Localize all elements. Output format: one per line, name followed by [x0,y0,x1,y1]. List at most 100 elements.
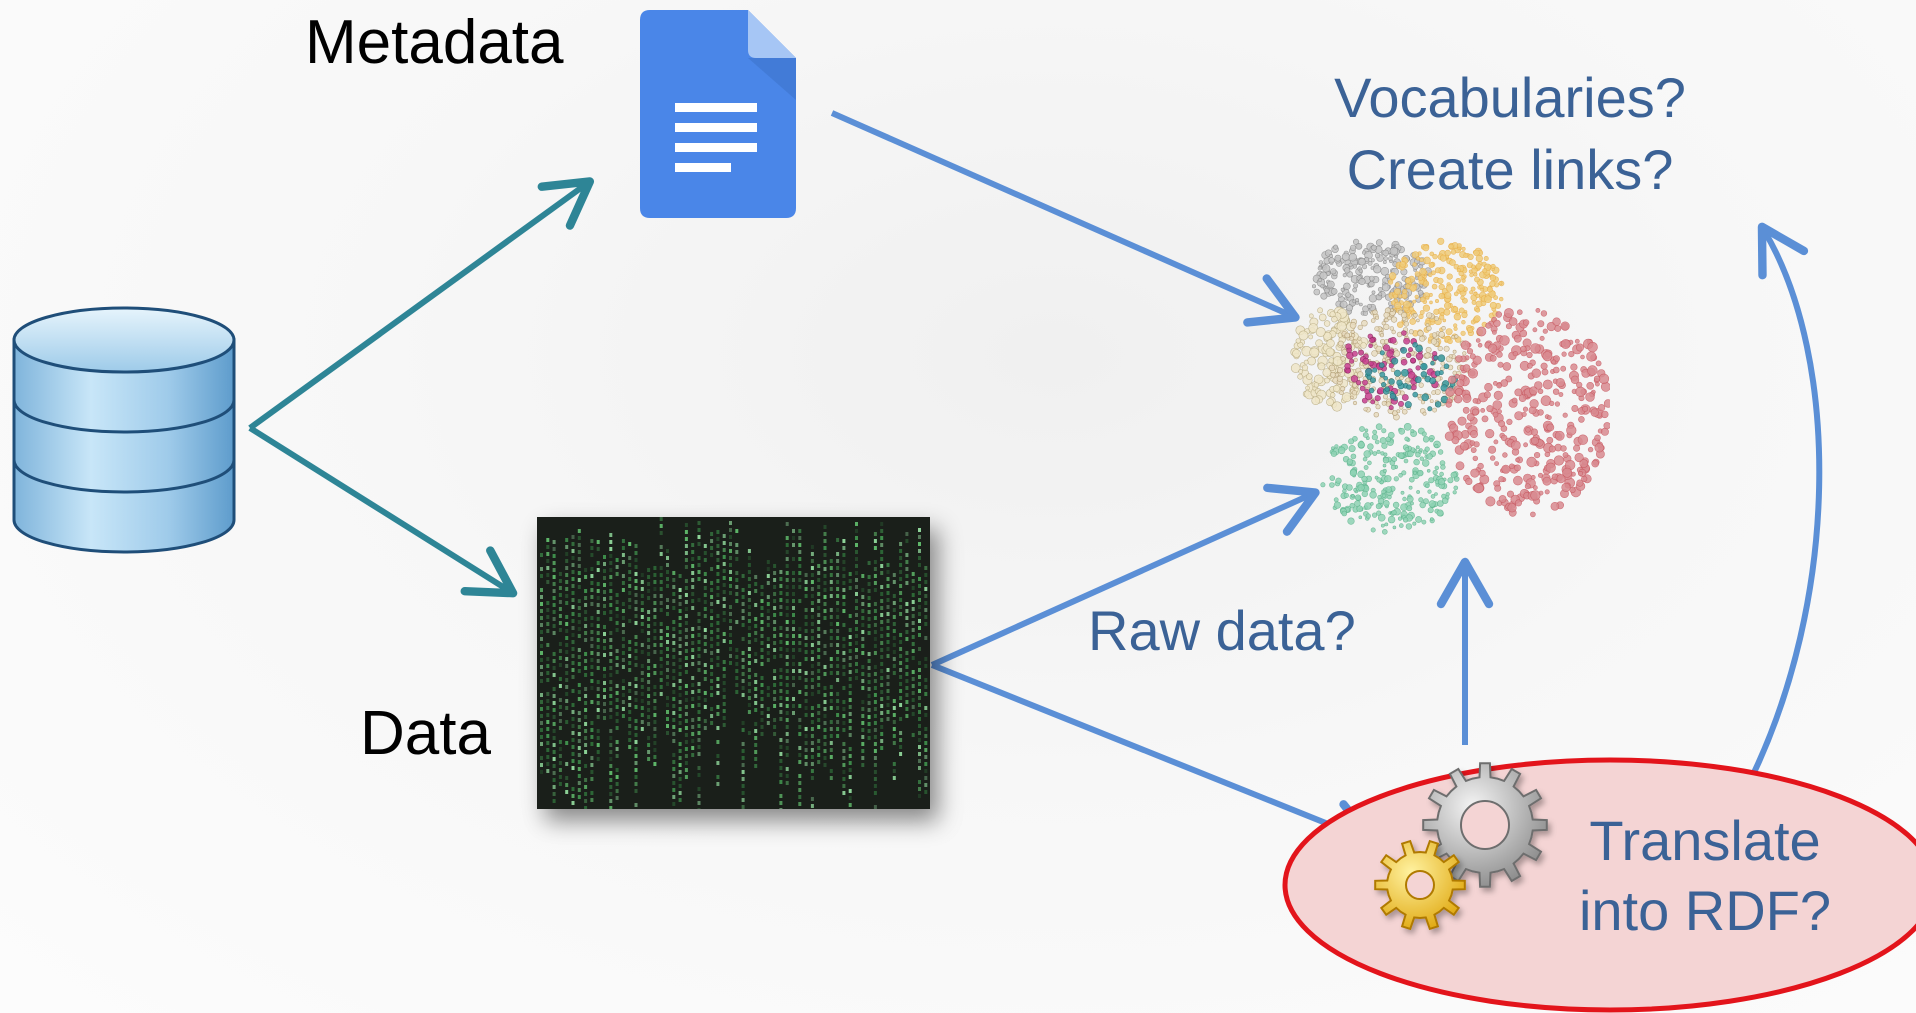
matrix-glyph [880,543,884,547]
graph-node [1371,512,1378,518]
matrix-glyph [710,679,714,683]
graph-node [1383,375,1388,381]
graph-node [1440,464,1446,470]
matrix-glyph [684,663,688,667]
matrix-glyph [779,584,783,588]
matrix-glyph [855,627,858,631]
matrix-glyph [716,565,720,569]
matrix-glyph [861,630,865,634]
matrix-glyph [892,643,896,647]
graph-node [1358,268,1363,273]
matrix-glyph [672,641,676,645]
matrix-glyph [647,757,651,761]
matrix-glyph [552,659,556,663]
matrix-glyph [565,615,569,619]
matrix-glyph [855,543,858,547]
matrix-glyph [684,635,688,639]
matrix-glyph [596,561,600,565]
matrix-glyph [810,741,814,745]
matrix-glyph [546,657,550,661]
matrix-glyph [899,696,903,700]
matrix-glyph [697,752,701,756]
matrix-glyph [659,608,663,612]
matrix-glyph [754,722,758,726]
matrix-glyph [842,686,846,690]
matrix-glyph [640,713,644,717]
matrix-glyph [754,589,758,593]
matrix-glyph [647,568,651,572]
graph-node [1453,485,1459,491]
matrix-glyph [552,631,556,635]
matrix-glyph [779,745,783,749]
matrix-glyph [634,782,638,786]
graph-node [1447,477,1454,484]
graph-node [1419,257,1424,263]
graph-node [1546,436,1554,444]
matrix-glyph [634,551,638,555]
metadata-label: Metadata [305,8,564,77]
matrix-glyph [886,682,890,686]
matrix-glyph [798,648,802,652]
matrix-glyph [848,705,852,709]
matrix-glyph [810,776,814,780]
graph-node [1344,267,1351,274]
matrix-glyph [880,571,884,575]
matrix-glyph [823,616,827,620]
graph-node [1363,407,1368,412]
graph-node [1444,302,1452,310]
graph-node [1370,527,1376,533]
matrix-glyph [836,594,840,598]
matrix-glyph [577,690,581,694]
matrix-glyph [810,727,814,731]
graph-node [1586,351,1597,362]
matrix-glyph [552,701,556,705]
matrix-glyph [552,757,556,761]
matrix-glyph [779,682,783,686]
matrix-glyph [873,770,877,774]
graph-node [1405,377,1411,383]
matrix-glyph [546,538,550,542]
matrix-glyph [703,691,707,695]
graph-node [1337,340,1344,347]
graph-node [1346,458,1354,465]
matrix-glyph [703,663,707,667]
matrix-glyph [892,615,896,619]
graph-node [1496,382,1503,389]
matrix-glyph [735,655,739,659]
matrix-glyph [804,622,808,626]
graph-node [1376,449,1381,454]
matrix-glyph [659,678,663,682]
matrix-glyph [918,745,921,749]
graph-node [1445,492,1450,497]
graph-node [1317,307,1323,314]
matrix-glyph [621,574,625,578]
matrix-glyph [621,665,625,669]
matrix-glyph [899,668,903,672]
matrix-glyph [647,750,651,754]
graph-node [1430,360,1435,366]
matrix-glyph [905,532,909,536]
graph-node [1398,294,1403,299]
graph-node [1336,321,1347,332]
matrix-glyph [653,699,657,703]
matrix-glyph [640,671,644,675]
graph-node [1333,244,1339,250]
matrix-glyph [924,608,928,612]
matrix-glyph [640,601,644,605]
matrix-glyph [836,671,840,675]
graph-node [1375,315,1380,320]
matrix-glyph [861,665,865,669]
matrix-glyph [899,738,903,742]
matrix-glyph [577,697,581,701]
graph-node [1354,297,1360,303]
matrix-glyph [899,661,903,665]
graph-node [1330,450,1338,457]
matrix-glyph [659,636,663,640]
matrix-glyph [584,806,588,809]
matrix-glyph [697,731,701,735]
graph-node [1429,438,1434,443]
graph-node [1465,477,1473,485]
matrix-glyph [823,756,827,760]
matrix-glyph [691,655,695,659]
matrix-glyph [760,592,764,596]
